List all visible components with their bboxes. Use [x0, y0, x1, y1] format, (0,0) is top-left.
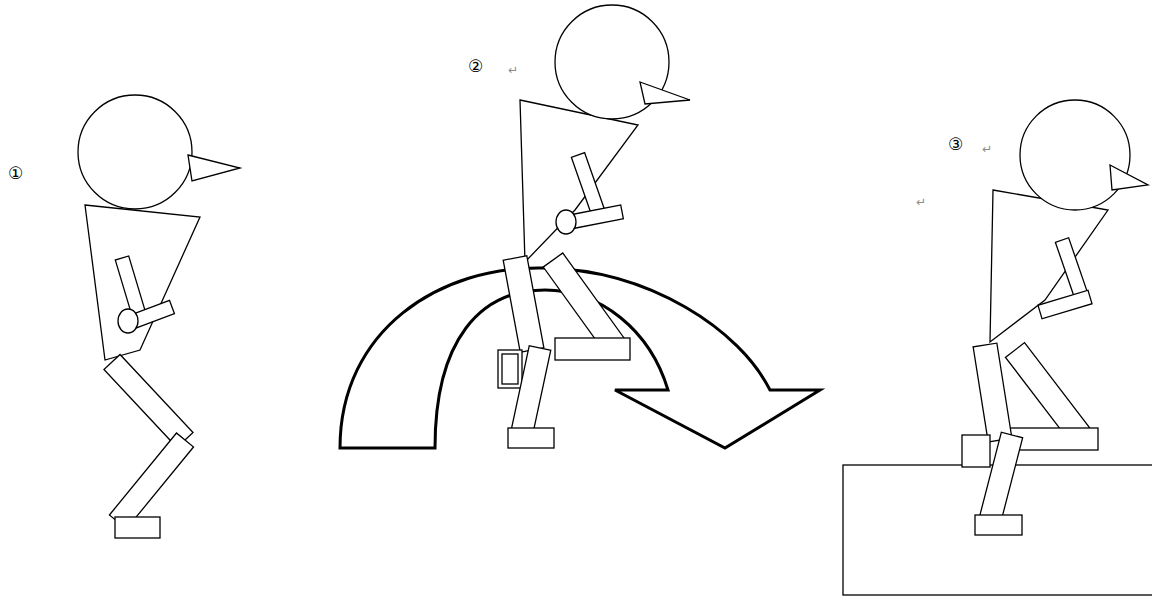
callout-number: ① [8, 165, 23, 182]
return-mark: ↵ [982, 143, 992, 155]
return-mark: ↵ [916, 196, 926, 208]
return-mark: ↵ [508, 64, 518, 76]
callout-number: ③ [948, 136, 963, 153]
seated-figure [843, 100, 1152, 595]
standing-figure [78, 95, 240, 538]
turning-figure [340, 5, 820, 448]
callout-number: ② [468, 58, 483, 75]
